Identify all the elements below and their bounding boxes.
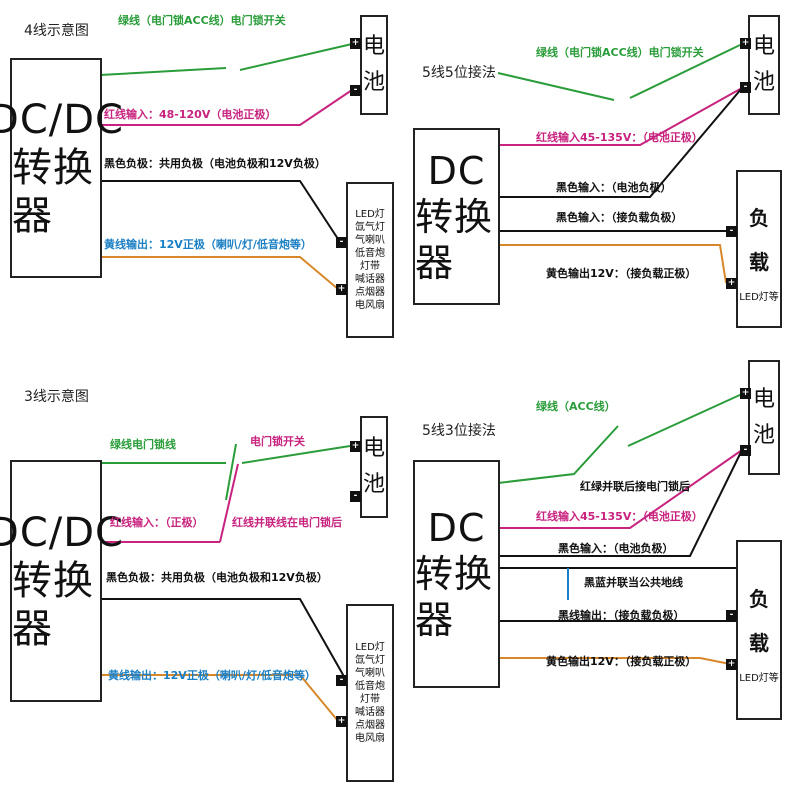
- load-plus-terminal: +: [726, 659, 737, 670]
- load-char-1: 负: [749, 586, 769, 611]
- device-item: 氙气灯: [355, 655, 385, 666]
- battery-minus-terminal: -: [740, 82, 751, 93]
- battery-minus-terminal: -: [350, 491, 361, 502]
- device-item: 电风扇: [355, 733, 385, 744]
- green-wire-label: 绿线（电门锁ACC线）电门锁开关: [536, 46, 704, 59]
- red-wire-label: 红线输入：48-120V（电池正极）: [104, 108, 277, 121]
- four-wire-wiring: [99, 43, 353, 290]
- green-wire-label: 绿线电门锁线: [110, 438, 176, 451]
- battery-minus-terminal: -: [350, 85, 361, 96]
- load-plus-terminal: +: [726, 278, 737, 289]
- converter-label-line2: 转换器: [12, 558, 94, 652]
- device-item: 灯带: [360, 261, 380, 272]
- black-in-wire-label: 黑色输入：（电池负极）: [556, 181, 672, 194]
- battery-box: 电 池: [748, 15, 780, 115]
- battery-char-2: 池: [752, 70, 775, 95]
- load-minus-terminal: -: [726, 610, 737, 621]
- battery-char-2: 池: [362, 70, 385, 95]
- black-in-wire-label: 黑色输入：（电池负极）: [558, 542, 674, 555]
- yellow-wire-label: 黄线输出：12V正极（喇叭/灯/低音炮等）: [104, 238, 312, 251]
- blue-note-label: 黑蓝并联当公共地线: [584, 576, 683, 589]
- load-char-2: 载: [749, 249, 769, 274]
- device-item: 气喇叭: [355, 235, 385, 246]
- black-out-wire-label: 黑色输入：（接负载负极）: [556, 211, 683, 224]
- battery-char-1: 电: [752, 386, 775, 412]
- three-wire-wiring: [100, 443, 351, 722]
- green-wire-label: 绿线（电门锁ACC线）电门锁开关: [118, 14, 286, 27]
- devices-minus-terminal: -: [336, 237, 347, 248]
- devices-minus-terminal: -: [336, 675, 347, 686]
- load-minus-terminal: -: [726, 226, 737, 237]
- device-item: 气喇叭: [355, 668, 385, 679]
- battery-char-1: 电: [752, 34, 775, 59]
- converter-label-line2: 转换器: [12, 145, 94, 239]
- device-item: 喊话器: [355, 274, 385, 285]
- panel-title: 5线3位接法: [422, 423, 496, 439]
- device-item: 灯带: [360, 694, 380, 705]
- devices-box: LED灯 氙气灯 气喇叭 低音炮 灯带 喊话器 点烟器 电风扇: [346, 182, 394, 338]
- device-item: LED灯: [355, 642, 385, 653]
- battery-char-2: 池: [362, 472, 385, 497]
- device-item: 氙气灯: [355, 222, 385, 233]
- load-char-2: 载: [749, 630, 769, 655]
- yellow-wire-label: 黄色输出12V：（接负载正极）: [546, 655, 697, 668]
- battery-plus-terminal: +: [740, 388, 751, 399]
- black-wire-label: 黑色负极：共用负极（电池负极和12V负极）: [106, 571, 328, 584]
- red-wire-label: 红线输入45-135V：（电池正极）: [536, 510, 703, 523]
- device-item: 低音炮: [355, 681, 385, 692]
- dc-converter-box: DC 转换器: [413, 460, 500, 688]
- battery-minus-terminal: -: [740, 445, 751, 456]
- red-wire-label: 红线输入45-135V：（电池正极）: [536, 131, 703, 144]
- panel-title: 4线示意图: [24, 23, 89, 39]
- load-box: 负 载 LED灯等: [736, 170, 782, 328]
- device-item: 点烟器: [355, 720, 385, 731]
- converter-label-line2: 转换器: [415, 194, 494, 285]
- black-out-wire-label: 黑线输出：（接负载负极）: [558, 609, 685, 622]
- dc-converter-box: DC 转换器: [413, 128, 500, 305]
- red-wire-label: 红线输入：（正极）: [110, 516, 204, 529]
- converter-label-line1: DC/DC: [0, 510, 124, 556]
- five-wire-three-wiring: [497, 393, 743, 667]
- battery-char-1: 电: [362, 436, 385, 461]
- dc-converter-box: DC/DC 转换器: [0, 460, 123, 702]
- black-wire-label: 黑色负极：共用负极（电池负极和12V负极）: [104, 157, 326, 170]
- battery-box: 电 池: [748, 360, 780, 475]
- yellow-wire-label: 黄色输出12V：（接负载正极）: [546, 267, 697, 280]
- devices-box: LED灯 氙气灯 气喇叭 低音炮 灯带 喊话器 点烟器 电风扇: [346, 604, 394, 782]
- panel-title: 5线5位接法: [422, 65, 496, 81]
- yellow-wire-label: 黄线输出：12V正极（喇叭/灯/低音炮等）: [108, 669, 316, 682]
- load-box: 负 载 LED灯等: [736, 540, 782, 720]
- device-item: 电风扇: [355, 300, 385, 311]
- battery-char-1: 电: [362, 34, 385, 59]
- battery-plus-terminal: +: [350, 441, 361, 452]
- battery-plus-terminal: +: [740, 38, 751, 49]
- load-sublabel: LED灯等: [739, 291, 779, 303]
- battery-box: 电 池: [360, 416, 388, 518]
- battery-plus-terminal: +: [350, 38, 361, 49]
- dc-converter-box: DC/DC 转换器: [0, 58, 123, 278]
- green-wire-label: 绿线（ACC线）: [536, 400, 616, 413]
- device-item: 点烟器: [355, 287, 385, 298]
- converter-label-line1: DC: [427, 148, 486, 193]
- panel-title: 3线示意图: [24, 389, 89, 405]
- battery-box: 电 池: [360, 15, 388, 115]
- red-green-note: 红绿并联后接电门锁后: [580, 480, 690, 493]
- device-item: 低音炮: [355, 248, 385, 259]
- load-char-1: 负: [749, 205, 769, 230]
- converter-label-line1: DC: [427, 506, 486, 550]
- device-item: LED灯: [355, 209, 385, 220]
- device-item: 喊话器: [355, 707, 385, 718]
- converter-label-line1: DC/DC: [0, 97, 124, 143]
- devices-plus-terminal: +: [336, 716, 347, 727]
- five-wire-five-wiring: [497, 44, 743, 284]
- devices-plus-terminal: +: [336, 284, 347, 295]
- red-wire-note: 红线并联线在电门锁后: [232, 516, 342, 529]
- converter-label-line2: 转换器: [415, 552, 494, 642]
- battery-char-2: 池: [752, 422, 775, 448]
- load-sublabel: LED灯等: [739, 672, 779, 684]
- switch-label: 电门锁开关: [250, 435, 305, 448]
